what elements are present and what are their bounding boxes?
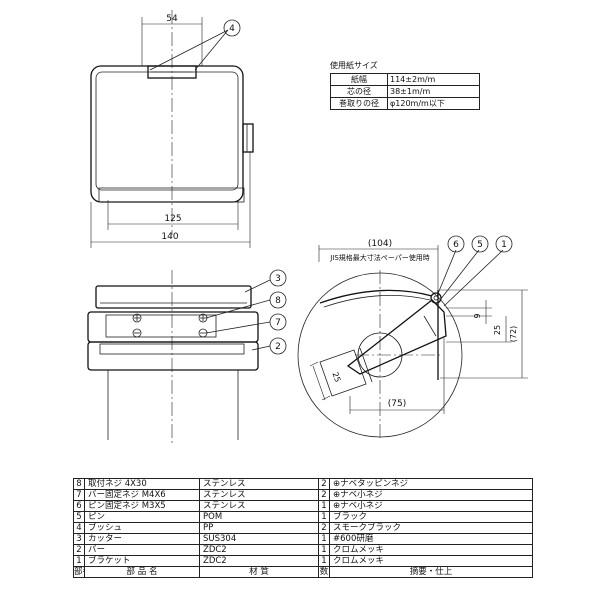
parts-cell-remark: ⊕ナベ小ネジ: [329, 500, 533, 512]
parts-cell-no: 3: [73, 533, 85, 545]
dim-25-arm: 25: [330, 371, 342, 384]
parts-cell-remark: クロムメッキ: [329, 544, 533, 556]
parts-cell-material: ステンレス: [199, 500, 319, 512]
callout-5: 5: [477, 240, 483, 250]
parts-cell-material: POM: [199, 511, 319, 523]
paper-spec-key: 芯の径: [330, 85, 388, 98]
parts-cell-name: 取付ネジ 4X30: [84, 478, 200, 490]
dim-9: 9: [473, 313, 482, 318]
parts-header-name: 部 品 名: [84, 566, 200, 578]
paper-spec-row: 紙幅 114±2m/m: [330, 73, 480, 86]
parts-cell-remark: クロムメッキ: [329, 555, 533, 567]
callout-8: 8: [275, 296, 281, 306]
paper-spec-value: 38±1m/m: [387, 85, 480, 98]
callout-1: 1: [501, 240, 507, 250]
parts-cell-name: ブラケット: [84, 555, 200, 567]
parts-cell-remark: ブラック: [329, 511, 533, 523]
dim-note: JIS規格最大寸法ペーパー使用時: [329, 253, 430, 262]
paper-spec-key: 紙幅: [330, 73, 388, 86]
parts-cell-remark: ⊕ナベ小ネジ: [329, 489, 533, 501]
dim-140: 140: [161, 232, 178, 242]
paper-size-table: 使用紙サイズ 紙幅 114±2m/m 芯の径 38±1m/m 巻取りの径 φ12…: [330, 60, 480, 110]
parts-cell-name: バー固定ネジ M4X6: [84, 489, 200, 501]
parts-cell-no: 1: [73, 555, 85, 567]
paper-spec-row: 芯の径 38±1m/m: [330, 85, 480, 98]
callout-3: 3: [275, 274, 281, 284]
parts-cell-qty: 1: [318, 555, 330, 567]
parts-cell-name: ピン: [84, 511, 200, 523]
parts-cell-remark: ⊕ナベタッピンネジ: [329, 478, 533, 490]
dim-75: (75): [388, 399, 406, 409]
parts-cell-remark: スモークブラック: [329, 522, 533, 534]
parts-cell-name: バー: [84, 544, 200, 556]
dim-104: (104): [368, 239, 392, 249]
parts-cell-material: PP: [199, 522, 319, 534]
dim-125: 125: [164, 214, 181, 224]
parts-cell-no: 4: [73, 522, 85, 534]
parts-cell-qty: 2: [318, 489, 330, 501]
parts-cell-no: 6: [73, 500, 85, 512]
parts-cell-material: SUS304: [199, 533, 319, 545]
parts-cell-name: カッター: [84, 533, 200, 545]
dim-72: (72): [509, 326, 518, 342]
dim-25-vertical: 25: [493, 325, 502, 335]
parts-header-material: 材 質: [199, 566, 319, 578]
parts-cell-no: 7: [73, 489, 85, 501]
parts-cell-no: 5: [73, 511, 85, 523]
callout-6: 6: [453, 240, 459, 250]
paper-spec-value: 114±2m/m: [387, 73, 480, 86]
parts-cell-material: ステンレス: [199, 489, 319, 501]
end-view: (104) JIS規格最大寸法ペーパー使用時 6 5 1: [297, 235, 528, 440]
parts-cell-qty: 1: [318, 500, 330, 512]
side-view: 3 8 7 2: [87, 269, 287, 445]
top-view: 54 4 125 140: [90, 10, 254, 248]
parts-header-qty: 数: [318, 566, 330, 578]
callout-4: 4: [229, 24, 235, 34]
parts-cell-qty: 2: [318, 522, 330, 534]
paper-spec-key: 巻取りの径: [330, 97, 388, 110]
parts-cell-remark: #600研磨: [329, 533, 533, 545]
paper-spec-value: φ120m/m以下: [387, 97, 480, 110]
parts-cell-name: ピン固定ネジ M3X5: [84, 500, 200, 512]
parts-header-remark: 摘要・仕上: [329, 566, 533, 578]
parts-cell-qty: 1: [318, 544, 330, 556]
paper-size-title: 使用紙サイズ: [330, 61, 378, 70]
parts-cell-material: ZDC2: [199, 544, 319, 556]
parts-cell-qty: 1: [318, 533, 330, 545]
parts-cell-material: ZDC2: [199, 555, 319, 567]
parts-cell-no: 2: [73, 544, 85, 556]
callout-2: 2: [275, 342, 281, 352]
parts-cell-material: ステンレス: [199, 478, 319, 490]
parts-cell-qty: 1: [318, 511, 330, 523]
parts-header-no: 部番: [73, 566, 85, 578]
parts-cell-name: ブッシュ: [84, 522, 200, 534]
callout-7: 7: [275, 318, 281, 328]
parts-cell-qty: 2: [318, 478, 330, 490]
paper-spec-row: 巻取りの径 φ120m/m以下: [330, 97, 480, 110]
parts-cell-no: 8: [73, 478, 85, 490]
